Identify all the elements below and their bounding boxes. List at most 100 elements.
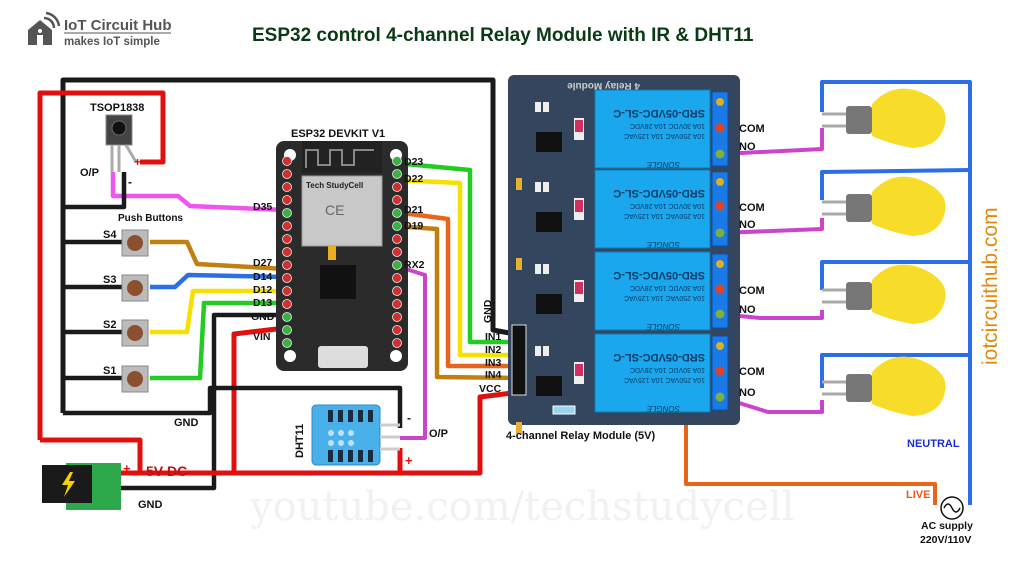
wire-s2: [150, 288, 285, 335]
push-button-s4[interactable]: S4: [103, 229, 149, 257]
wire-gnd-lower: [63, 385, 403, 428]
esp32-left-pin: [282, 260, 292, 270]
relay-rating-text: 10A 250VAC 10A 125VAC: [624, 212, 705, 219]
relay-brand-text: SONGLE: [646, 240, 680, 249]
dc-power-jack: + 5V DC GND GND: [42, 417, 199, 511]
esp32-left-pin: [282, 247, 292, 257]
relay-rating-text: 10A 250VAC 10A 125VAC: [624, 376, 705, 383]
wires: [37, 77, 972, 505]
svg-text:S3: S3: [103, 274, 116, 286]
neutral-label: NEUTRAL: [907, 438, 960, 450]
esp32-right-pin: [392, 221, 402, 231]
relay-model-text: SRD-05VDC-SL-C: [613, 187, 705, 199]
relay-pin-in1: IN1: [485, 331, 502, 343]
relay-model-text: SRD-05VDC-SL-C: [613, 351, 705, 363]
esp32-left-pin: [282, 338, 292, 348]
dht11-sensor: DHT11 - O/P +: [294, 404, 448, 468]
push-button-s3[interactable]: S3: [103, 274, 149, 302]
relay-pin-vcc: VCC: [479, 383, 502, 395]
relay4-no-label: NO: [739, 387, 756, 399]
dht11-out-label: O/P: [429, 428, 448, 440]
power-plus-label: +: [123, 461, 131, 476]
relay-board-title: 4 Relay Module: [567, 80, 640, 91]
esp32-left-pin: [282, 286, 292, 296]
wire-esp-gnd: [118, 312, 285, 491]
esp32-right-pin: [392, 169, 402, 179]
relay-pin-in3: IN3: [485, 357, 502, 369]
wire-5v-rail: [100, 389, 521, 476]
relay-rating-text: 10A 30VDC 10A 28VDC: [630, 284, 705, 291]
esp32-left-pin: [282, 156, 292, 166]
power-5v-label: 5V DC: [146, 463, 187, 479]
relay-4: SRD-05VDC-SL-C 10A 30VDC 10A 28VDC 10A 250…: [516, 333, 729, 434]
relay-model-text: SRD-05VDC-SL-C: [613, 107, 705, 119]
relay-brand-text: SONGLE: [646, 404, 680, 413]
relay-brand-text: SONGLE: [646, 322, 680, 331]
pin-d27: D27: [253, 257, 272, 269]
esp32-left-pin: [282, 273, 292, 283]
pin-d21: D21: [404, 204, 423, 216]
esp32-right-pin: [392, 325, 402, 335]
wire-ir-out: [110, 172, 286, 213]
house-wifi-icon: [28, 11, 61, 45]
dht11-minus-label: -: [407, 411, 411, 425]
logo: IoT Circuit Hub makes IoT simple: [28, 11, 172, 48]
logo-tagline: makes IoT simple: [64, 36, 160, 48]
esp32-left-pin: [282, 182, 292, 192]
relay-brand-text: SONGLE: [646, 160, 680, 169]
ac-supply-label: AC supply: [921, 520, 973, 532]
relay1-no-label: NO: [739, 141, 756, 153]
relay-rating-text: 10A 30VDC 10A 28VDC: [630, 122, 705, 129]
live-label: LIVE: [906, 489, 930, 501]
wire-d21-in3: [394, 209, 520, 369]
ac-source-icon: [940, 496, 964, 520]
relay4-com-label: COM: [739, 366, 765, 378]
esp32-right-pin: [392, 234, 402, 244]
esp32-right-pin: [392, 299, 402, 309]
light-bulb-icon: [822, 264, 946, 324]
ir-out-label: O/P: [80, 167, 99, 179]
esp32-right-pin: [392, 286, 402, 296]
watermark-bottom: youtube.com/techstudycell: [249, 484, 794, 530]
svg-text:S1: S1: [103, 365, 116, 377]
esp32-left-pin: [282, 169, 292, 179]
esp32-name: ESP32 DEVKIT V1: [291, 128, 385, 140]
dht11-name: DHT11: [294, 424, 306, 458]
wire-s3: [150, 272, 286, 290]
light-bulb-icon: [822, 88, 946, 148]
gnd-top-label: GND: [174, 417, 199, 429]
push-buttons-heading: Push Buttons: [118, 213, 183, 224]
pin-gnd: GND: [251, 311, 275, 323]
pin-d13: D13: [253, 297, 272, 309]
wire-neutral: [820, 80, 972, 505]
svg-text:S2: S2: [103, 319, 116, 331]
logo-title: IoT Circuit Hub: [64, 17, 172, 34]
esp32-right-pin: [392, 260, 402, 270]
relay-pin-in4: IN4: [485, 369, 502, 381]
ir-sensor: TSOP1838 O/P + -: [80, 102, 144, 189]
relay-rating-text: 10A 30VDC 10A 28VDC: [630, 202, 705, 209]
ir-minus-label: -: [128, 175, 132, 189]
svg-text:CE: CE: [325, 202, 344, 218]
relay2-com-label: COM: [739, 202, 765, 214]
wire-vcc-left: [37, 90, 166, 440]
esp32-module-text: Tech StudyCell: [306, 181, 363, 190]
relay3-com-label: COM: [739, 285, 765, 297]
ir-sensor-name: TSOP1838: [90, 102, 144, 114]
wire-esp-vin: [231, 325, 286, 473]
wire-s1: [150, 300, 285, 381]
relay-rating-text: 10A 30VDC 10A 28VDC: [630, 366, 705, 373]
relay1-com-label: COM: [739, 123, 765, 135]
push-button-s2[interactable]: S2: [103, 319, 149, 347]
esp32-right-pin: [392, 247, 402, 257]
pin-d22: D22: [404, 173, 423, 185]
esp32-left-pin: [282, 208, 292, 218]
side-brand-text: iotcircuithub.com: [979, 207, 1002, 365]
push-button-s1[interactable]: S1: [103, 365, 149, 393]
esp32-right-pin: [392, 208, 402, 218]
wire-s4: [150, 239, 286, 272]
esp32-left-pin: [282, 234, 292, 244]
light-bulb-icon: [822, 176, 946, 236]
pin-d23: D23: [404, 156, 423, 168]
